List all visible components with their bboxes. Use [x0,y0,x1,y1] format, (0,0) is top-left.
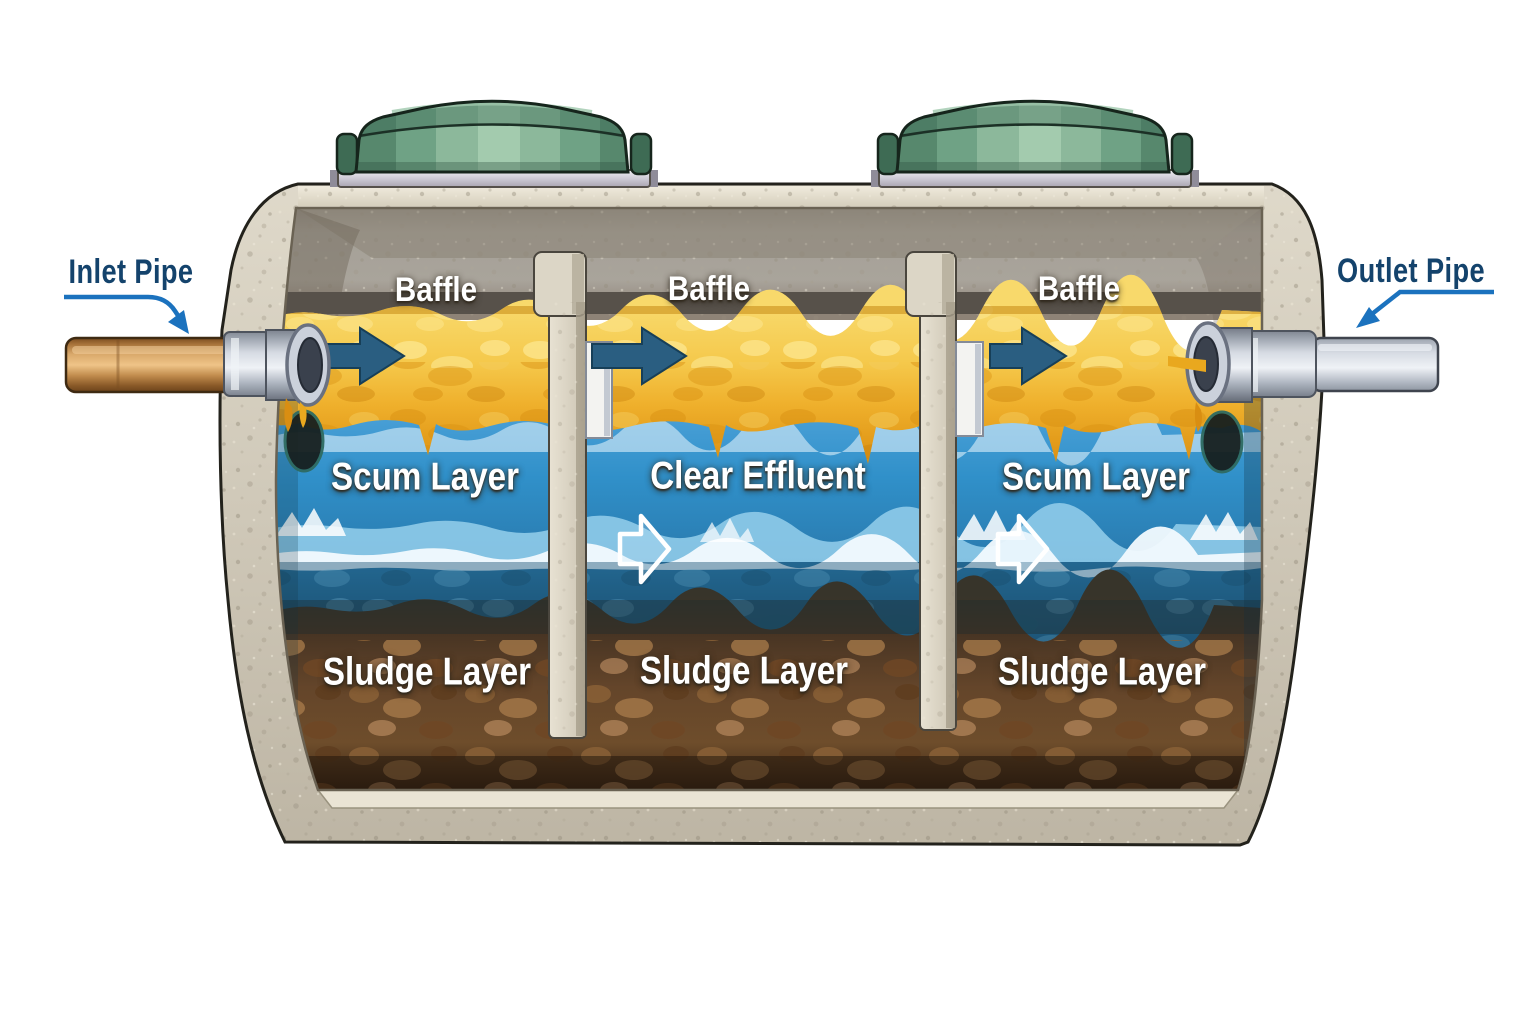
sludge [276,569,1262,790]
inlet-pipe-label: Inlet Pipe [68,253,194,291]
sludge-layer-label-1: Sludge Layer [322,650,532,694]
effluent-flow-arrows [617,513,1050,585]
inlet-pipe-assembly [64,323,331,473]
outlet-leader-arrow [1356,289,1494,328]
outlet-pipe-label: Outlet Pipe [1337,252,1485,290]
baffle-wall-1 [533,251,613,739]
flow-arrow-2 [591,326,688,386]
tank-interior [276,208,1262,790]
access-lid [330,99,658,188]
scum-layer-label-1: Scum Layer [331,455,519,499]
baffle-wall-2 [905,251,984,731]
clear-effluent-label: Clear Effluent [650,454,866,498]
flow-arrow-3 [989,326,1068,386]
baffle-1-outlet-tee [585,341,613,439]
effluent-arrow-1 [617,513,672,585]
floor-bevel [316,789,1240,809]
inlet-leader-arrow [64,294,189,334]
scum-layer-label-2: Scum Layer [1002,455,1190,499]
baffle-label-2: Baffle [667,270,751,308]
baffle-2-outlet-tee [955,341,984,437]
sludge-layer-label-2: Sludge Layer [639,649,849,693]
flow-arrows [315,326,1068,386]
access-lid-2 [871,96,1199,187]
outlet-pipe-assembly [1168,321,1440,474]
sludge-layer-label-3: Sludge Layer [997,650,1207,694]
baffle-label-3: Baffle [1037,270,1121,308]
baffle-label-1: Baffle [394,271,478,309]
effluent-arrow-2 [995,513,1050,585]
